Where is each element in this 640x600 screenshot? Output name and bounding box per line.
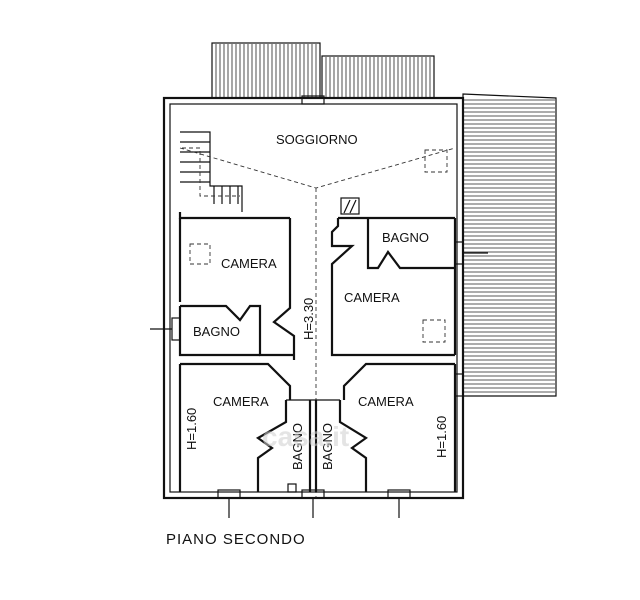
height-left: H=1.60: [184, 408, 199, 450]
room-label-bagno-w: BAGNO: [193, 324, 240, 339]
terrace-top-right: [321, 55, 435, 99]
room-label-camera-sw: CAMERA: [213, 394, 269, 409]
room-label-soggiorno: SOGGIORNO: [276, 132, 358, 147]
room-label-bagno-s2: BAGNO: [320, 423, 335, 470]
room-label-bagno-s1: BAGNO: [290, 423, 305, 470]
staircase: [180, 131, 243, 212]
roof-line-dashed: [179, 147, 456, 189]
room-label-camera-se: CAMERA: [358, 394, 414, 409]
plan-title: PIANO SECONDO: [166, 531, 306, 548]
terrace-east: [462, 93, 557, 397]
height-center: H=3.30: [301, 298, 316, 340]
room-label-bagno-ne: BAGNO: [382, 230, 429, 245]
room-label-camera-nw: CAMERA: [221, 256, 277, 271]
height-right: H=1.60: [434, 416, 449, 458]
room-label-camera-ne: CAMERA: [344, 290, 400, 305]
watermark: casa.it: [262, 421, 349, 452]
terrace-top-left: [211, 42, 321, 99]
